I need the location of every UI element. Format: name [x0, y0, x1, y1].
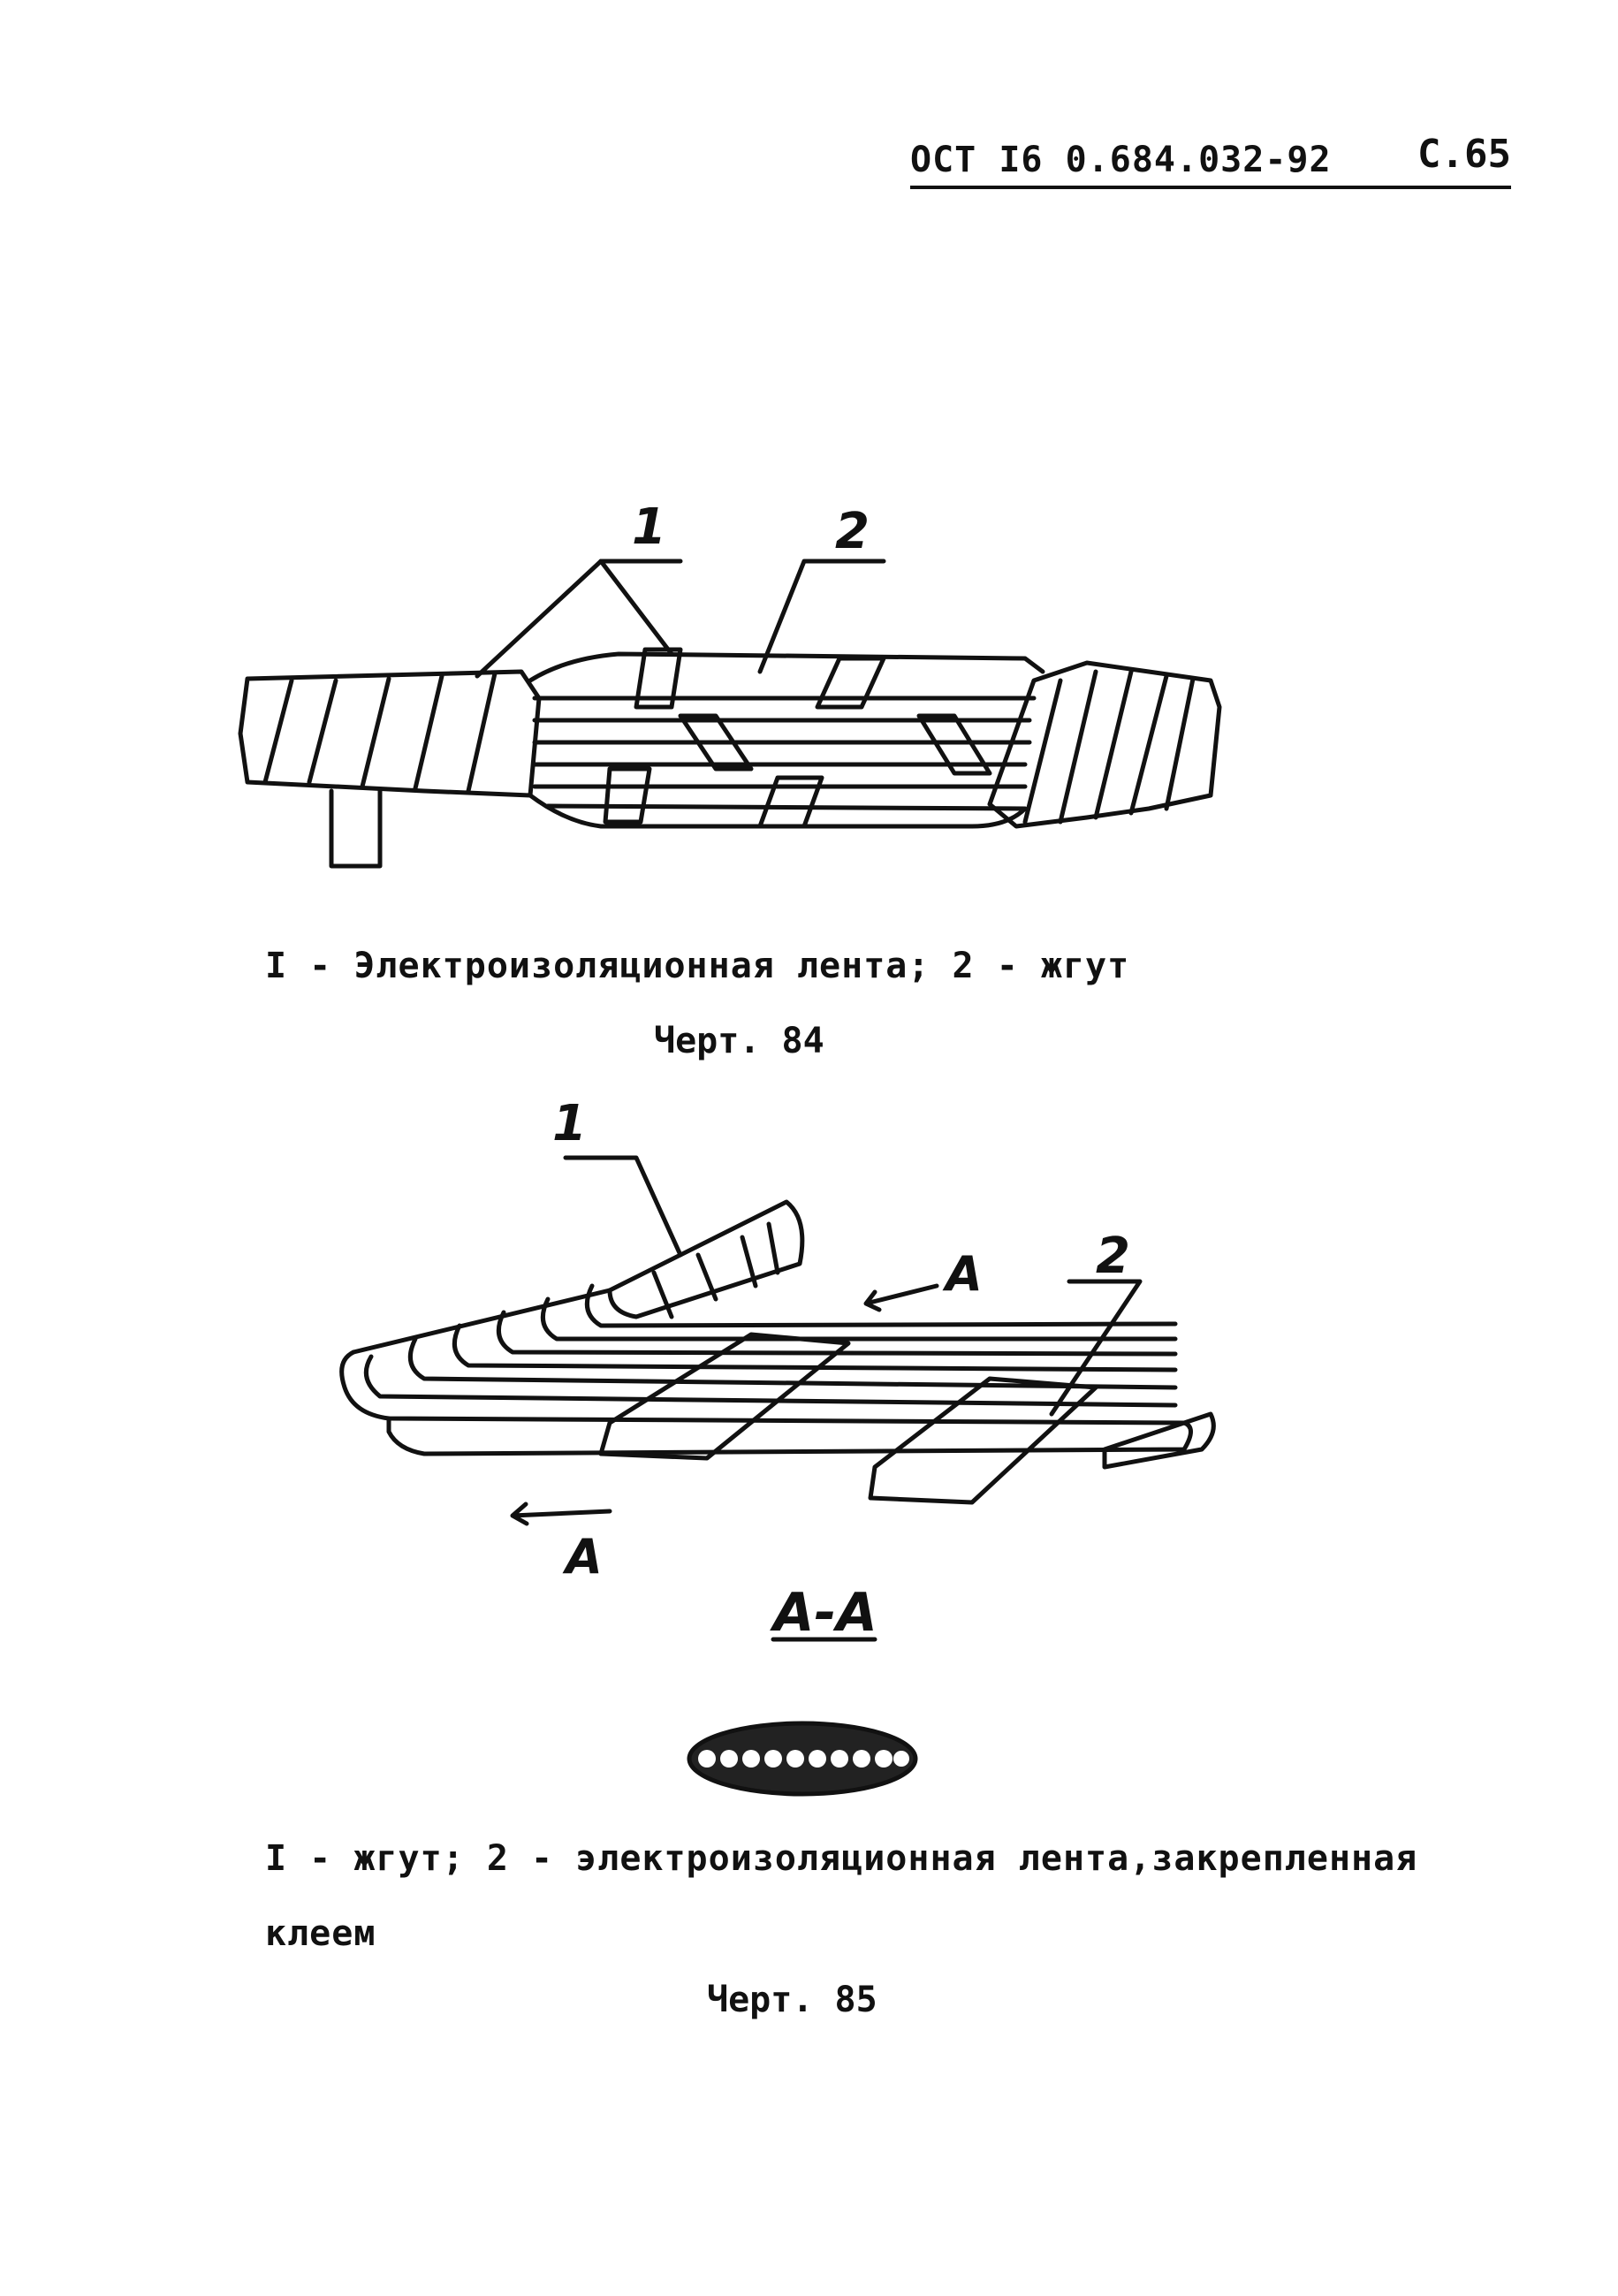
wire-top — [528, 651, 1045, 683]
leader-2 — [1049, 1279, 1143, 1417]
figure-85-legend-line2: клеем — [265, 1913, 376, 1954]
wire-ends — [1102, 1411, 1216, 1470]
document-number: ОСТ I6 0.684.032-92 — [910, 140, 1332, 180]
arrow-a-bottom — [510, 1502, 612, 1526]
wire-7 — [584, 1283, 1178, 1328]
tail-stripes — [651, 1221, 780, 1319]
page-header: ОСТ I6 0.684.032-92 С.65 — [910, 124, 1511, 189]
wire-6 — [540, 1296, 1178, 1342]
callout-1: 1 — [552, 1095, 587, 1152]
arrow-label-top: A — [942, 1246, 983, 1302]
right-tape-stripes — [1022, 669, 1196, 825]
figure-84-drawing: 1 2 — [238, 498, 1222, 869]
tape-band-6 — [916, 713, 992, 776]
left-taped-section — [238, 669, 542, 798]
wire-4 — [452, 1323, 1178, 1372]
tape-band-left — [598, 1332, 851, 1461]
callout-1: 1 — [632, 498, 666, 556]
wire-2 — [363, 1354, 1178, 1408]
side-stub — [329, 788, 383, 869]
wire-5 — [496, 1310, 1178, 1357]
tape-band-3 — [603, 766, 652, 825]
leader-2 — [757, 559, 886, 674]
arrow-label-bottom: A — [562, 1529, 603, 1585]
wire-outer — [339, 1349, 1187, 1425]
arrow-a-top — [863, 1283, 939, 1312]
tape-band-right — [868, 1376, 1098, 1505]
tape-band-5 — [757, 775, 824, 829]
figure-84-title: Черт. 84 — [654, 1021, 824, 1061]
leader-1b — [598, 559, 674, 657]
callout-2: 2 — [835, 503, 870, 560]
wire-outline — [351, 1288, 1193, 1456]
bent-tail — [607, 1199, 805, 1319]
wire-3 — [407, 1336, 1178, 1390]
figure-84-legend: I - Электроизоляционная лента; 2 - жгут — [265, 946, 1130, 986]
leader-1 — [563, 1155, 683, 1258]
tape-band-2 — [678, 713, 754, 772]
wire-bundle — [528, 696, 1037, 829]
page-number: С.65 — [1417, 132, 1511, 177]
tape-band-4 — [815, 656, 886, 710]
figure-85-title: Черт. 85 — [707, 1980, 877, 2020]
right-taped-section — [987, 660, 1222, 829]
section-title: A-A — [770, 1582, 877, 1644]
figure-85-legend-line1: I - жгут; 2 - электроизоляционная лента,… — [265, 1838, 1418, 1879]
callout-2: 2 — [1096, 1228, 1130, 1285]
left-tape-stripes — [262, 671, 498, 794]
